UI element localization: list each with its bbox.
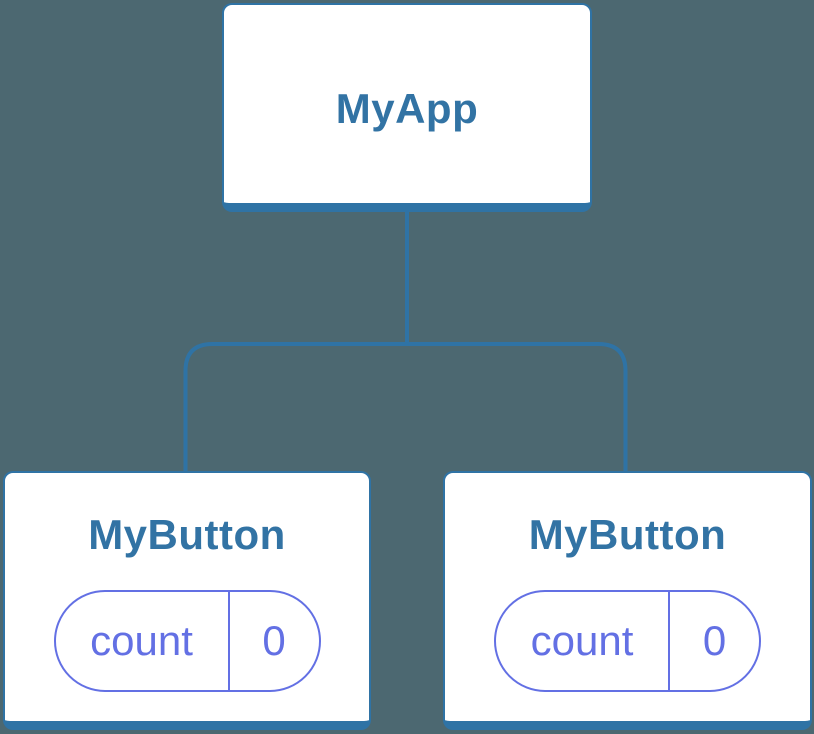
state-name-label: count: [56, 592, 230, 691]
node-mybutton-left: MyButton count 0: [3, 471, 371, 730]
state-value-label: 0: [262, 617, 286, 665]
state-pill-left: count 0: [53, 590, 321, 693]
node-mybutton-left-label: MyButton: [88, 511, 286, 558]
node-mybutton-right-label: MyButton: [528, 511, 727, 558]
node-myapp: MyApp: [222, 3, 592, 212]
state-value-label: 0: [702, 617, 727, 665]
node-mybutton-right: MyButton count 0: [443, 471, 812, 730]
state-name-label: count: [496, 592, 670, 691]
node-myapp-label: MyApp: [335, 84, 479, 132]
state-pill-right: count 0: [494, 590, 761, 693]
connector-branch: [183, 342, 628, 471]
